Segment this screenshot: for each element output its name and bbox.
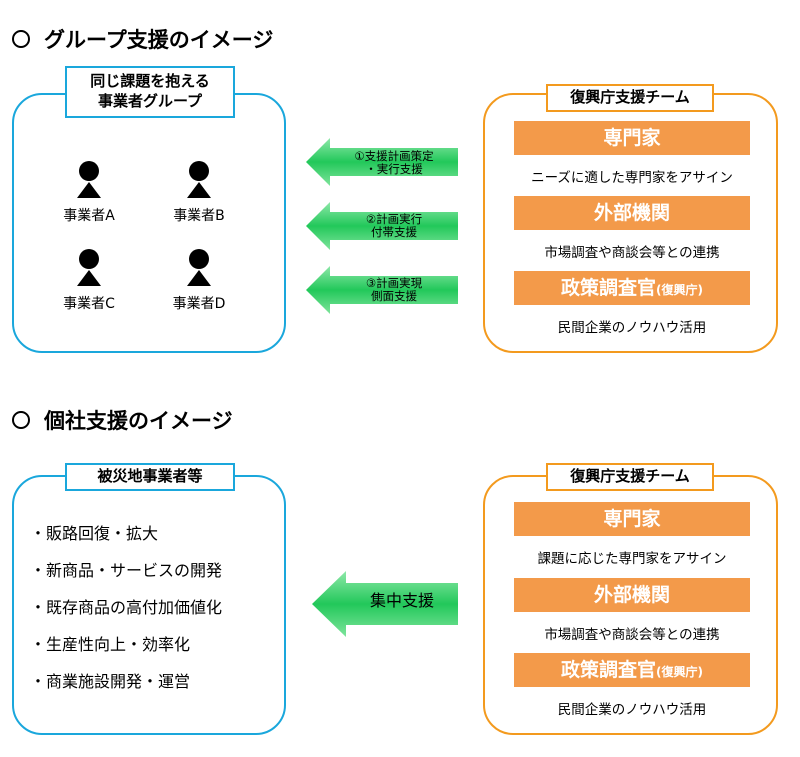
list-item: ・既存商品の高付加価値化 bbox=[30, 598, 223, 617]
support-team-title: 復興庁支援チーム bbox=[546, 84, 714, 112]
left-arrow-3 bbox=[306, 266, 458, 314]
arrow-2-label: ②計画実行付帯支援 bbox=[365, 212, 423, 239]
focused-support-label: 集中支援 bbox=[369, 591, 434, 610]
external-agency-desc-2: 市場調査や商談会等との連携 bbox=[544, 627, 720, 643]
external-agency-desc: 市場調査や商談会等との連携 bbox=[544, 245, 720, 261]
policy-officer-desc-2: 民間企業のノウハウ活用 bbox=[557, 702, 707, 718]
policy-officer-desc: 民間企業のノウハウ活用 bbox=[557, 320, 707, 336]
affected-business-title: 被災地事業者等 bbox=[65, 463, 235, 491]
circle-bullet-icon bbox=[12, 411, 30, 429]
policy-officer-bar-2: 政策調査官(復興庁) bbox=[514, 653, 750, 687]
expert-desc-2: 課題に応じた専門家をアサイン bbox=[537, 551, 727, 567]
circle-bullet-icon bbox=[12, 30, 30, 48]
expert-desc: ニーズに適した専門家をアサイン bbox=[531, 170, 733, 186]
support-team-title-2: 復興庁支援チーム bbox=[546, 463, 714, 491]
member-b-label: 事業者B bbox=[173, 208, 225, 224]
business-group-title: 同じ課題を抱える 事業者グループ bbox=[65, 66, 235, 118]
left-arrow-1 bbox=[306, 138, 458, 186]
person-icon bbox=[77, 161, 101, 198]
expert-bar-2: 専門家 bbox=[514, 502, 750, 536]
expert-bar: 専門家 bbox=[514, 121, 750, 155]
list-item: ・新商品・サービスの開発 bbox=[30, 561, 223, 580]
list-item: ・商業施設開発・運営 bbox=[30, 672, 191, 691]
list-item: ・生産性向上・効率化 bbox=[30, 635, 191, 654]
person-icon bbox=[187, 161, 211, 198]
group-section-heading: グループ支援のイメージ bbox=[12, 24, 273, 54]
person-icon bbox=[77, 249, 101, 286]
policy-officer-bar: 政策調査官(復興庁) bbox=[514, 271, 750, 305]
member-c-label: 事業者C bbox=[63, 296, 115, 312]
left-arrow-2 bbox=[306, 202, 458, 250]
left-arrow-focused bbox=[312, 571, 458, 637]
external-agency-bar-2: 外部機関 bbox=[514, 578, 750, 612]
arrow-1-label: ①支援計画策定・実行支援 bbox=[354, 149, 434, 176]
member-a-label: 事業者A bbox=[63, 208, 115, 224]
list-item: ・販路回復・拡大 bbox=[30, 524, 159, 543]
external-agency-bar: 外部機関 bbox=[514, 196, 750, 230]
member-d-label: 事業者D bbox=[172, 296, 226, 312]
individual-section-heading: 個社支援のイメージ bbox=[12, 405, 233, 435]
person-icon bbox=[187, 249, 211, 286]
arrow-3-label: ③計画実現側面支援 bbox=[365, 276, 423, 303]
